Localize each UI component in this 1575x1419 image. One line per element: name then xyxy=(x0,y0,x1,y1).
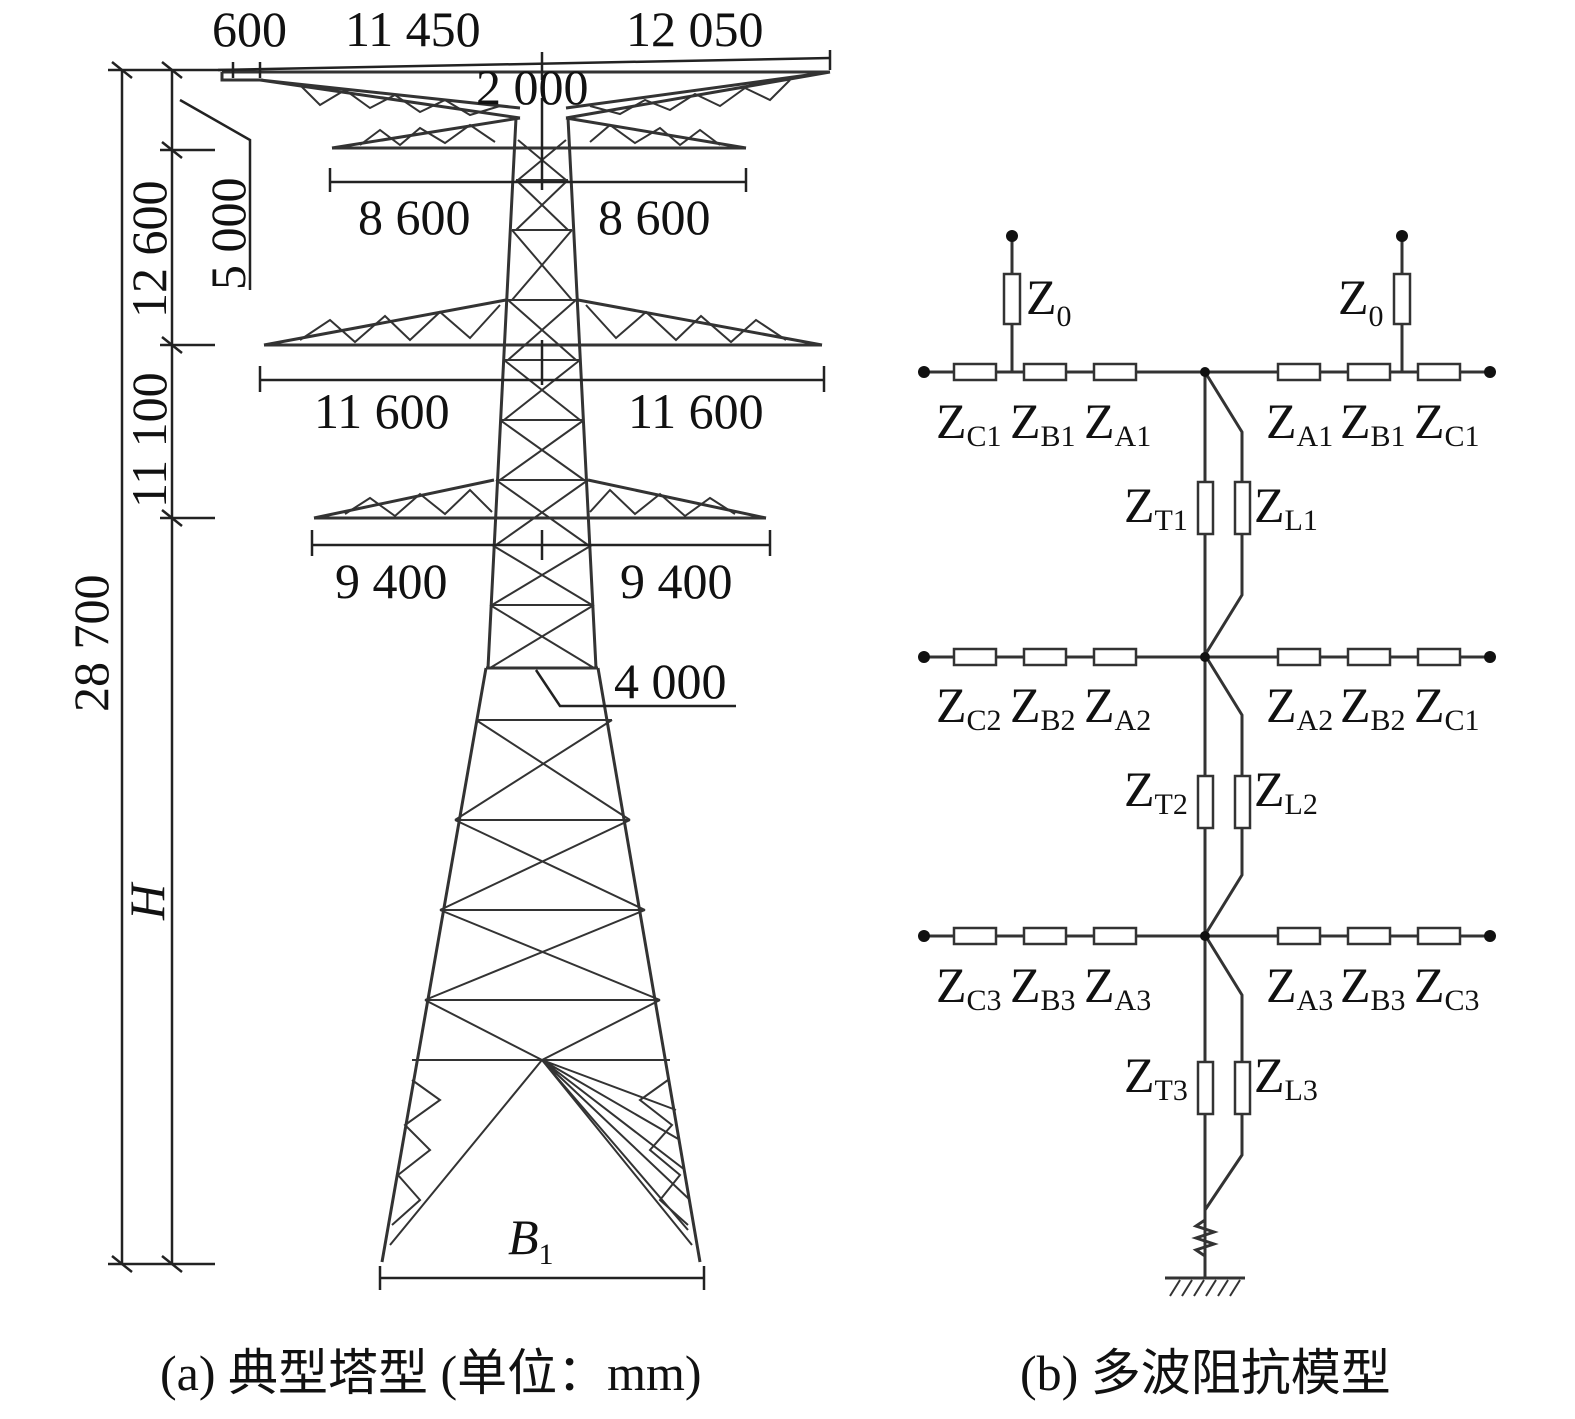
caption-b: (b) 多波阻抗模型 xyxy=(1020,1345,1391,1401)
dim-12600: 12 600 xyxy=(121,181,177,319)
line-impedance-resistor-r3-6 xyxy=(1416,926,1462,946)
dim-8600-left: 8 600 xyxy=(358,189,471,245)
dim-28700: 28 700 xyxy=(63,575,119,713)
impedance-model xyxy=(918,230,1496,1297)
label-zc1-right: ZC1 xyxy=(1414,393,1480,453)
dim-11600-right: 11 600 xyxy=(628,383,764,439)
line-impedance-resistor-r2-1 xyxy=(952,647,998,667)
label-zc2-right: ZC1 xyxy=(1414,677,1480,737)
zl3-resistor xyxy=(1233,1060,1252,1116)
line-impedance-resistor-r2-2 xyxy=(1022,647,1068,667)
label-z0-right: Z0 xyxy=(1338,269,1384,333)
label-zb2-left: ZB2 xyxy=(1010,677,1076,737)
zt1-resistor xyxy=(1196,480,1215,536)
dim-11600-left: 11 600 xyxy=(314,383,450,439)
line-impedance-resistor-r3-2 xyxy=(1022,926,1068,946)
label-za1-right: ZA1 xyxy=(1266,393,1333,453)
label-zb2-right: ZB2 xyxy=(1340,677,1406,737)
label-za1-left: ZA1 xyxy=(1084,393,1151,453)
zl2-resistor xyxy=(1233,774,1252,830)
z0-left-resistor xyxy=(1002,272,1022,326)
label-z0-left: Z0 xyxy=(1026,269,1072,333)
tower-drawing xyxy=(220,70,831,1263)
dim-11450: 11 450 xyxy=(345,1,481,57)
label-zb1-left: ZB1 xyxy=(1010,393,1076,453)
dim-B1: B1 xyxy=(508,1209,554,1271)
label-zt2: ZT2 xyxy=(1124,761,1188,821)
line-impedance-resistor-r3-4 xyxy=(1276,926,1322,946)
dim-11100: 11 100 xyxy=(121,372,177,508)
dim-2000: 2 000 xyxy=(476,59,589,115)
line-impedance-resistor-r2-5 xyxy=(1346,647,1392,667)
dim-8600-right: 8 600 xyxy=(598,189,711,245)
line-impedance-resistor-r1-3 xyxy=(1092,362,1138,382)
label-zl3: ZL3 xyxy=(1254,1047,1318,1107)
line-impedance-resistor-r2-3 xyxy=(1092,647,1138,667)
dim-12050: 12 050 xyxy=(626,1,764,57)
label-zl2: ZL2 xyxy=(1254,761,1318,821)
caption-a: (a) 典型塔型 (单位：mm) xyxy=(160,1345,702,1401)
line-impedance-resistor-r1-4 xyxy=(1276,362,1322,382)
label-za2-left: ZA2 xyxy=(1084,677,1151,737)
line-impedance-resistor-r1-5 xyxy=(1346,362,1392,382)
zt3-resistor xyxy=(1196,1060,1215,1116)
label-zb3-left: ZB3 xyxy=(1010,957,1076,1017)
label-za2-right: ZA2 xyxy=(1266,677,1333,737)
line-impedance-resistor-r1-6 xyxy=(1416,362,1462,382)
zl1-resistor xyxy=(1233,480,1252,536)
label-zb1-right: ZB1 xyxy=(1340,393,1406,453)
label-zt3: ZT3 xyxy=(1124,1047,1188,1107)
dim-9400-right: 9 400 xyxy=(620,553,733,609)
dim-9400-left: 9 400 xyxy=(335,553,448,609)
ground-resistor xyxy=(1191,1210,1219,1278)
line-impedance-resistor-r3-3 xyxy=(1092,926,1138,946)
line-impedance-resistor-r3-1 xyxy=(952,926,998,946)
label-zc3-left: ZC3 xyxy=(936,957,1002,1017)
tower-dimensions xyxy=(108,50,832,1290)
line-impedance-resistor-r1-2 xyxy=(1022,362,1068,382)
label-zt1: ZT1 xyxy=(1124,477,1188,537)
label-zb3-right: ZB3 xyxy=(1340,957,1406,1017)
line-impedance-resistor-r3-5 xyxy=(1346,926,1392,946)
dim-4000: 4 000 xyxy=(614,653,727,709)
label-zc2-left: ZC2 xyxy=(936,677,1002,737)
label-za3-left: ZA3 xyxy=(1084,957,1151,1017)
label-za3-right: ZA3 xyxy=(1266,957,1333,1017)
label-zc3-right: ZC3 xyxy=(1414,957,1480,1017)
line-impedance-resistor-r2-4 xyxy=(1276,647,1322,667)
dim-H: H xyxy=(119,881,175,921)
dim-600: 600 xyxy=(212,1,287,57)
line-impedance-resistor-r2-6 xyxy=(1416,647,1462,667)
line-impedance-resistor-r1-1 xyxy=(952,362,998,382)
zt2-resistor xyxy=(1196,774,1215,830)
z0-right-resistor xyxy=(1392,272,1412,326)
dim-5000: 5 000 xyxy=(200,178,256,291)
label-zc1-left: ZC1 xyxy=(936,393,1002,453)
label-zl1: ZL1 xyxy=(1254,477,1318,537)
